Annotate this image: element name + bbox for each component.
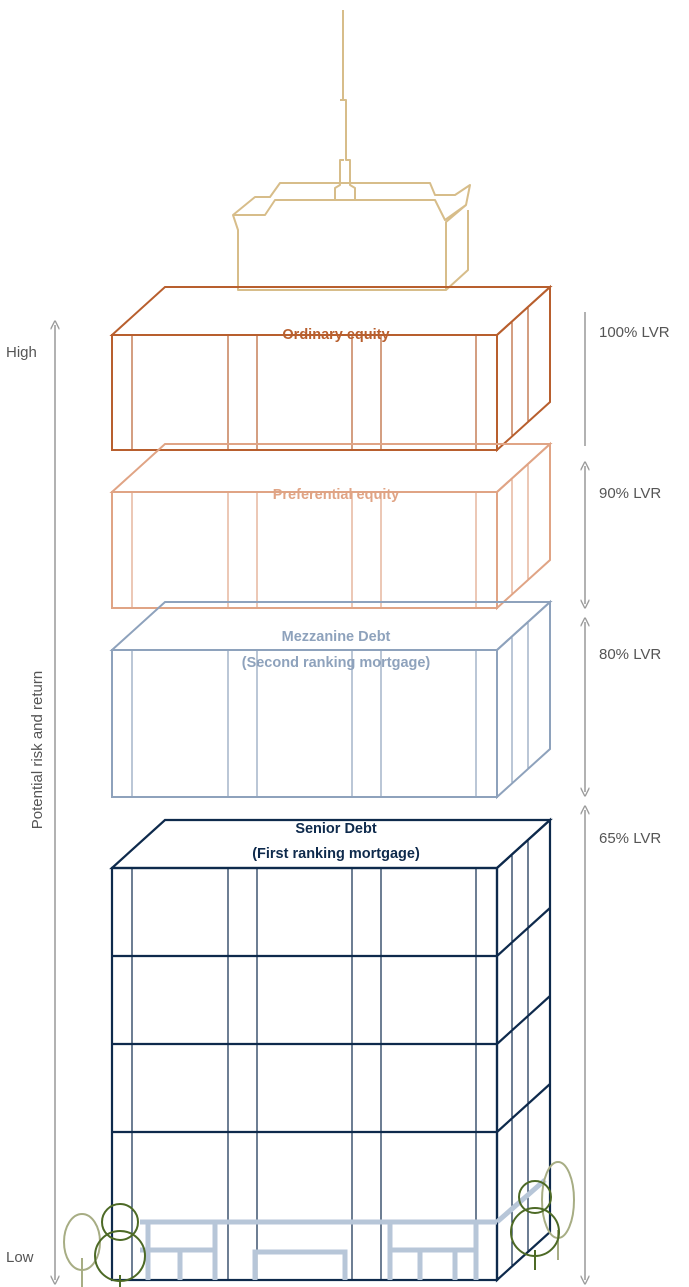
tier-sublabel-senior-debt: (First ranking mortgage)	[252, 846, 420, 862]
tier-label-senior-debt: Senior Debt	[295, 821, 377, 837]
senior-debt-tier	[109, 817, 553, 1283]
ordinary-equity-tier	[109, 284, 553, 453]
trees-illustration	[63, 1161, 575, 1287]
tier-sublabel-mezzanine-debt: (Second ranking mortgage)	[242, 655, 431, 671]
lvr-label-65: 65% LVR	[599, 830, 661, 847]
tier-label-ordinary-equity: Ordinary equity	[282, 327, 389, 343]
ground-floor-windows	[140, 1178, 547, 1280]
tier-label-preferential-equity: Preferential equity	[273, 487, 400, 503]
lvr-label-90: 90% LVR	[599, 485, 661, 502]
rooftop-spire-illustration	[232, 10, 471, 291]
tier-label-mezzanine-debt: Mezzanine Debt	[282, 629, 391, 645]
risk-axis-high-label: High	[6, 344, 37, 361]
risk-axis-low-label: Low	[6, 1249, 34, 1266]
risk-axis-title: Potential risk and return	[29, 671, 46, 829]
preferential-equity-tier	[109, 441, 553, 611]
lvr-label-80: 80% LVR	[599, 646, 661, 663]
mezzanine-debt-tier	[109, 599, 553, 800]
lvr-label-100: 100% LVR	[599, 324, 670, 341]
